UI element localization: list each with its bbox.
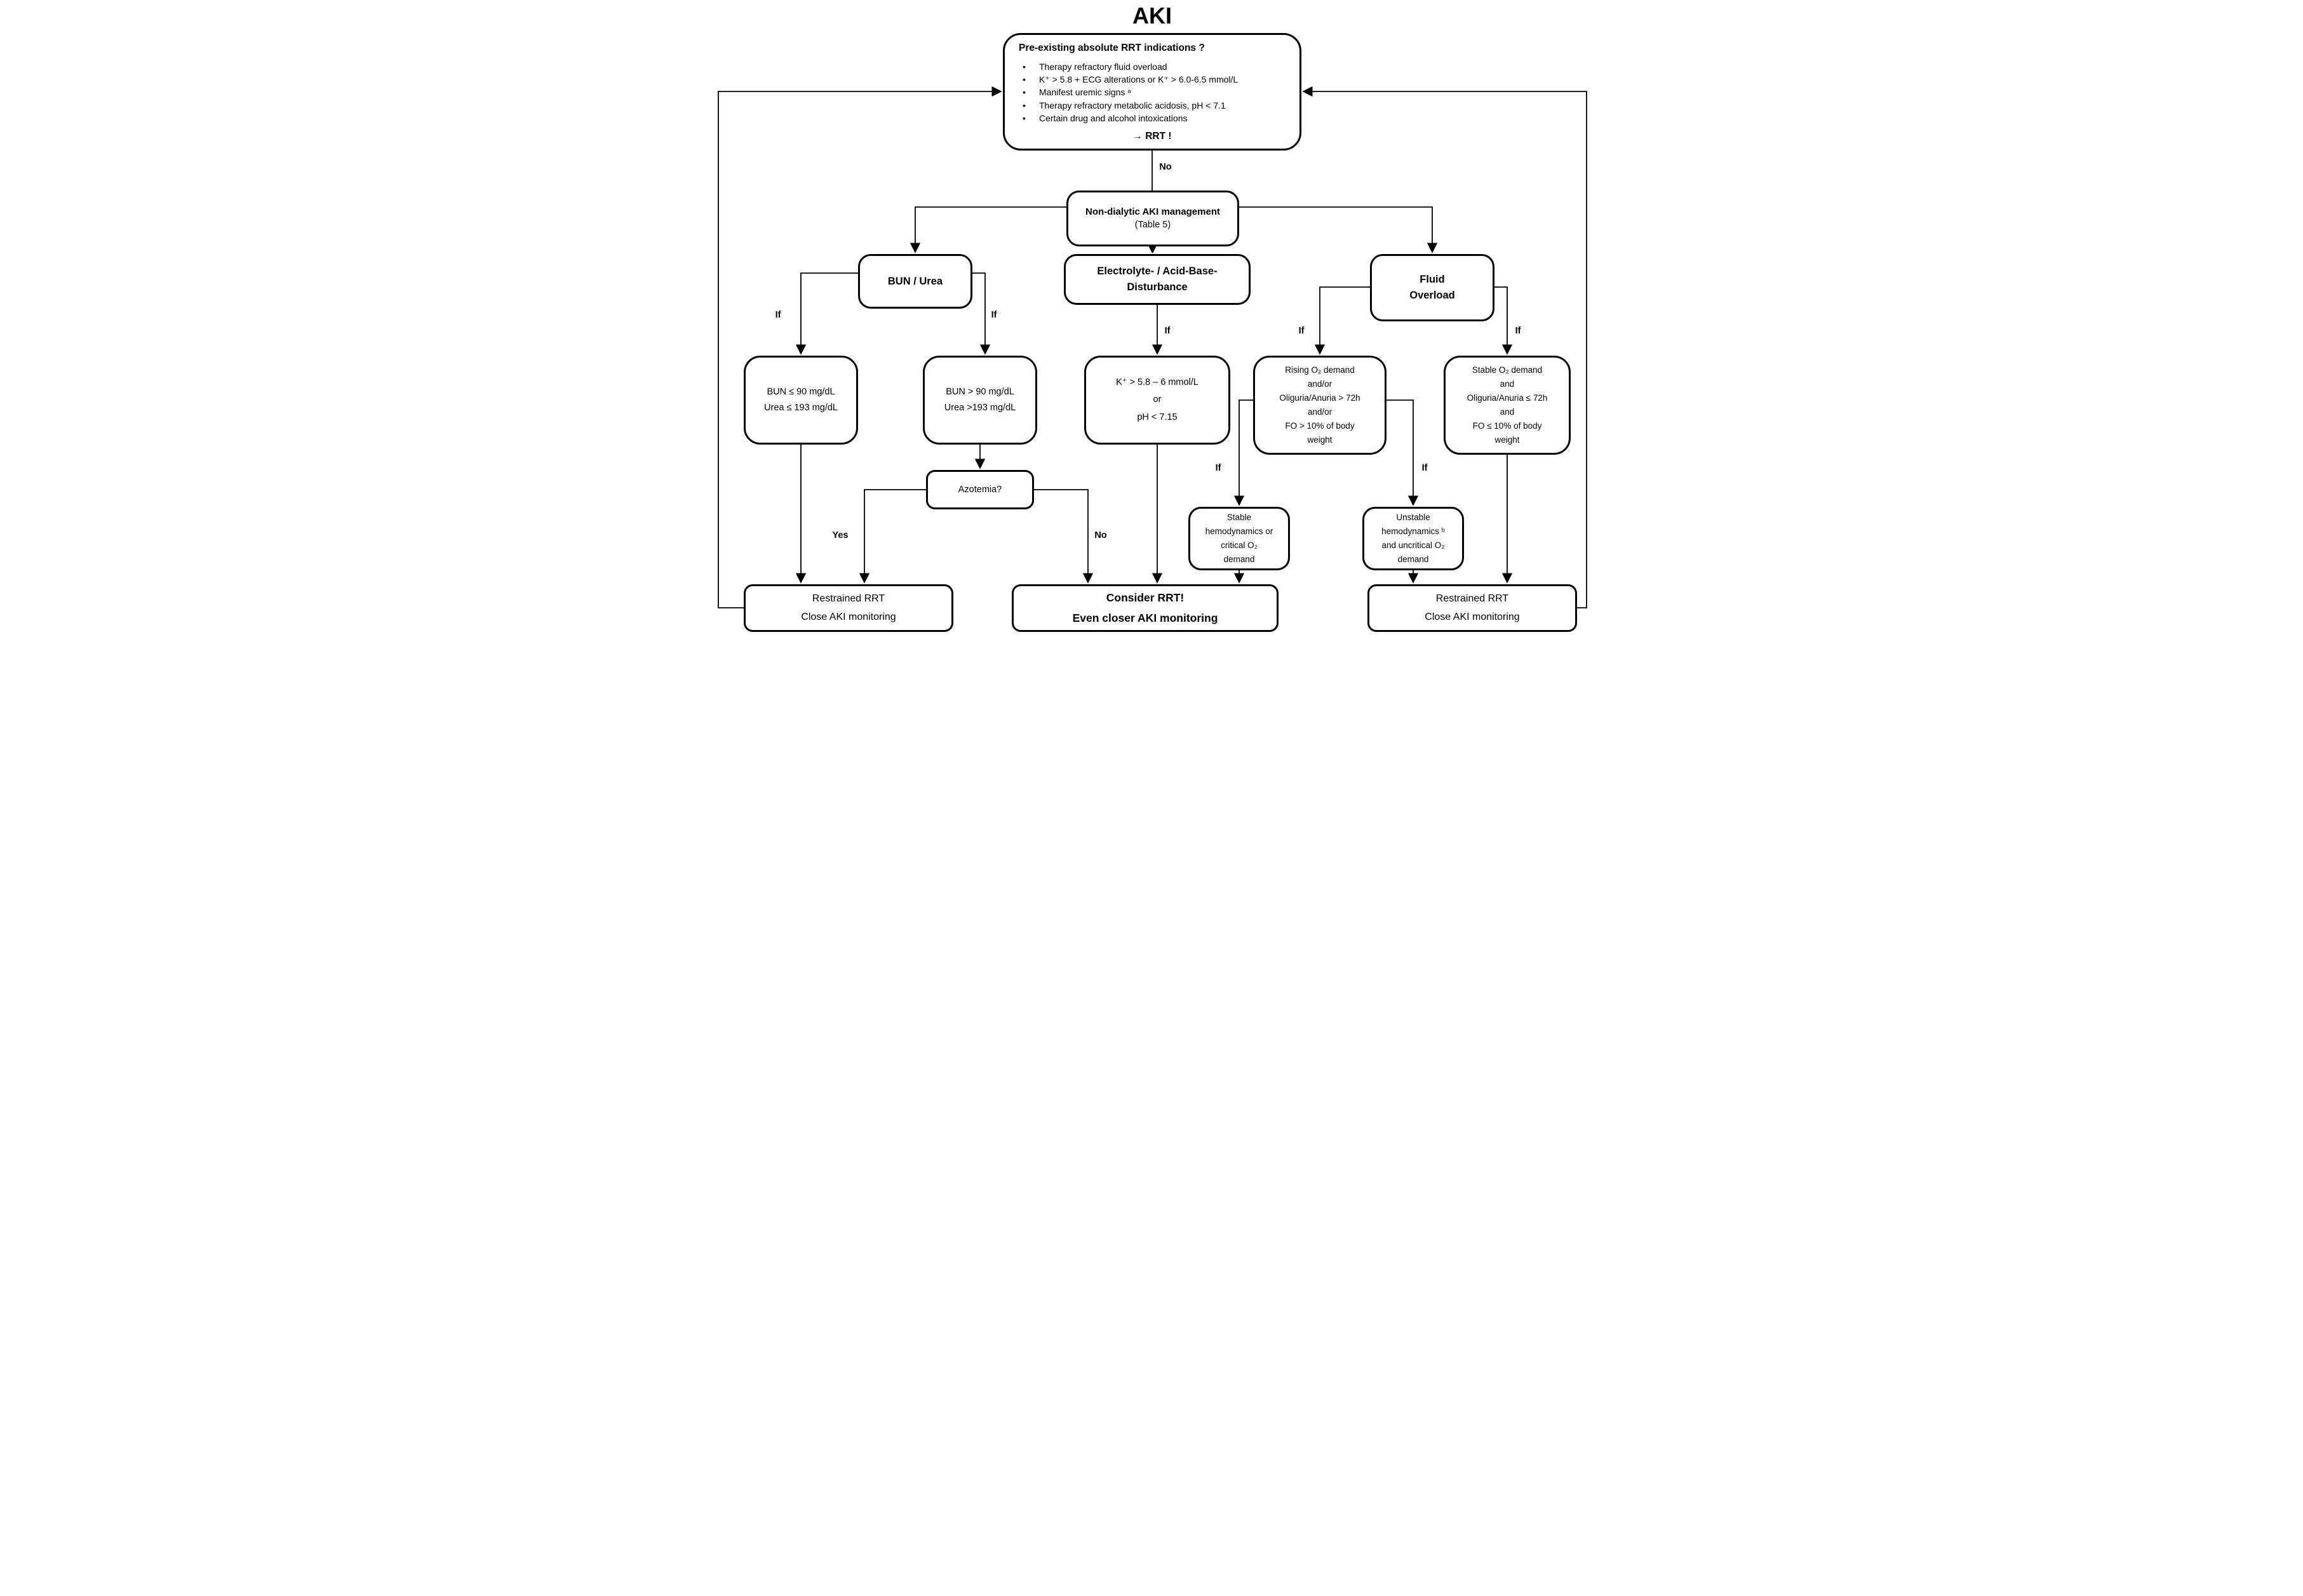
edge-label-if-fluid-right: If [1515,326,1521,336]
node-azotemia: Azotemia? [926,470,1034,509]
edge-label-no-azotemia: No [1094,530,1107,540]
flowchart-canvas: AKI Pre-existing absolute RRT indication… [707,0,1596,635]
edge-label-if-bun-right: If [991,310,997,320]
edge-bunurea-to-bunhigh [972,272,991,355]
edge-azotemia-no [1034,489,1094,584]
edge-label-if-bun-left: If [775,310,781,320]
edge-azotemia-yes [859,489,926,584]
edge-rising-to-stablehemo [1233,399,1253,506]
node-non-dialytic-management: Non-dialytic AKI management(Table 5) [1066,191,1239,246]
edge-label-yes-azotemia: Yes [832,530,849,540]
edge-nondialytic-to-bunurea [910,206,1066,253]
edge-label-if-electrolyte: If [1164,326,1171,336]
edge-nondialytic-to-fluid [1239,206,1438,253]
page-title: AKI [1132,3,1172,29]
node-consider-rrt: Consider RRT!Even closer AKI monitoring [1012,584,1279,632]
edge-feedback-left [718,86,1002,608]
edge-label-if-rising-right: If [1421,463,1428,473]
indications-heading: Pre-existing absolute RRT indications ? [1019,43,1205,53]
edge-rising-to-unstablehemo [1386,399,1419,506]
connector-layer [718,86,1587,608]
edge-feedback-right [1302,86,1587,608]
node-rrt-indications: Pre-existing absolute RRT indications ? … [1003,33,1301,151]
edge-label-if-rising-left: If [1215,463,1221,473]
edge-fluid-to-rising [1314,286,1370,355]
node-bun-urea: BUN / Urea [858,254,972,309]
indications-bullet-list: •Therapy refractory fluid overload•K⁺ > … [1023,61,1239,123]
edge-fluid-to-stableo2 [1494,286,1513,355]
indications-action: → RRT ! [1132,130,1172,142]
node-electrolyte-acidbase: Electrolyte- / Acid-Base-Disturbance [1064,254,1251,305]
edge-bunurea-to-bunlow [795,272,858,355]
edge-label-no-top: No [1159,162,1172,172]
edge-label-if-fluid-left: If [1298,326,1305,336]
